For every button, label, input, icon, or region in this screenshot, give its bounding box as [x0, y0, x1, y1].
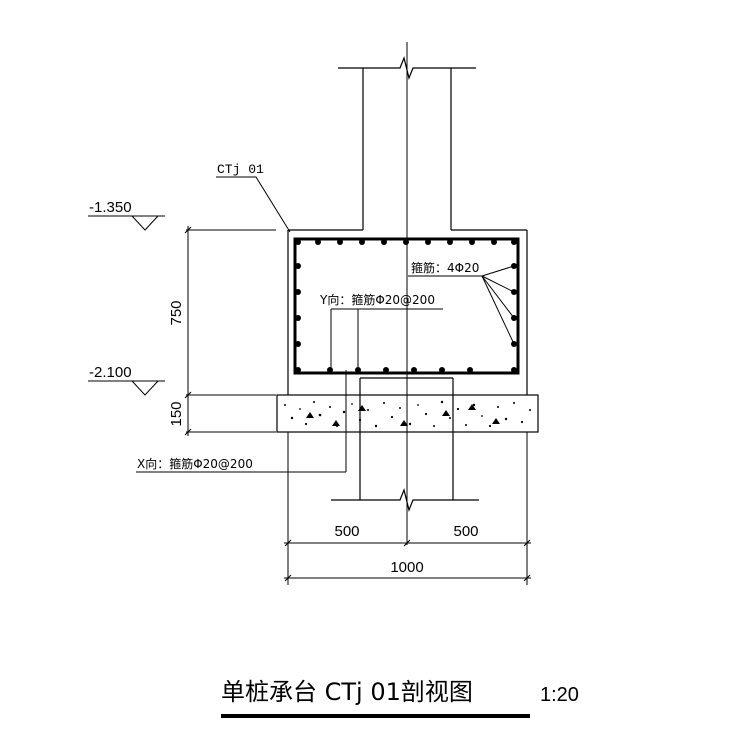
- horizontal-dimensions: [284, 539, 531, 582]
- dim-cushion-depth: 150: [168, 401, 185, 426]
- stirrup-label: 箍筋：4Φ20: [411, 260, 479, 275]
- pile-cap-outline: [287, 229, 528, 395]
- stirrup-leader: [408, 265, 515, 345]
- elevation-bottom-label: -2.100: [89, 364, 132, 381]
- x-direction-leader: [136, 370, 347, 473]
- drawing-scale: 1:20: [540, 684, 579, 706]
- component-label: CTj 01: [217, 162, 264, 177]
- x-direction-label: X向：箍筋Φ20@200: [137, 456, 253, 471]
- component-leader: [216, 176, 291, 233]
- elevation-marker-bottom: [88, 380, 165, 396]
- dim-left-half: 500: [334, 523, 359, 540]
- elevation-top-label: -1.350: [89, 199, 132, 216]
- drawing-title: 单桩承台 CTj 01剖视图: [221, 678, 473, 706]
- extension-lines: [287, 432, 528, 585]
- elevation-marker-top: [88, 215, 165, 231]
- y-direction-leader: [330, 308, 443, 370]
- dim-total: 1000: [390, 559, 423, 576]
- dim-right-half: 500: [453, 523, 478, 540]
- y-direction-label: Y向：箍筋Φ20@200: [319, 292, 435, 307]
- vertical-dimensions: [184, 226, 276, 436]
- dim-cap-depth: 750: [168, 300, 185, 325]
